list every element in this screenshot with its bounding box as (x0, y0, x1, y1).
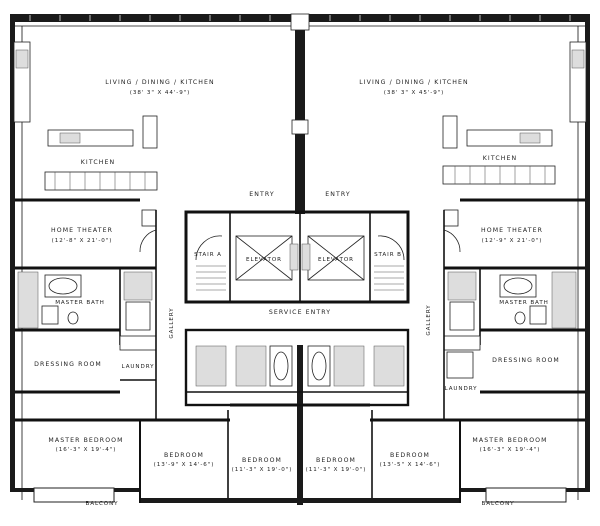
right-bed1-dim: (11'-3" X 19'-0") (306, 467, 367, 473)
right-living-dim: (38' 3" X 45'-9") (384, 90, 444, 96)
left-master-bed-dim: (16'-3" X 19'-4") (56, 447, 117, 453)
left-kitchen-label: KITCHEN (81, 159, 116, 166)
service-entry-label: SERVICE ENTRY (269, 309, 331, 316)
right-living-label: LIVING / DINING / KITCHEN (359, 79, 469, 86)
labels-right: LIVING / DINING / KITCHEN (38' 3" X 45'-… (306, 79, 560, 507)
left-gallery-label: GALLERY (169, 307, 175, 338)
kitchen-right (442, 115, 556, 185)
left-dressing-label: DRESSING ROOM (34, 361, 102, 368)
left-bed2-label: BEDROOM (242, 457, 282, 464)
left-theater-dim: (12'-8" X 21'-0") (52, 238, 113, 244)
left-elevator-label: ELEVATOR (246, 257, 282, 263)
demising-wall (290, 13, 310, 505)
right-bed2-dim: (13'-5" X 14'-6") (380, 462, 441, 468)
left-laundry-label: LAUNDRY (122, 364, 155, 370)
right-bed2-label: BEDROOM (390, 452, 430, 459)
left-entry-label: ENTRY (249, 191, 275, 198)
service-baths (184, 328, 410, 407)
right-gallery-label: GALLERY (426, 304, 432, 335)
left-theater-label: HOME THEATER (51, 227, 113, 234)
left-bed2-dim: (11'-3" X 19'-0") (232, 467, 293, 473)
right-kitchen-label: KITCHEN (483, 155, 518, 162)
building-core (184, 210, 410, 304)
right-theater-dim: (12'-9" X 21'-0") (482, 238, 543, 244)
right-master-bed-label: MASTER BEDROOM (472, 437, 547, 444)
right-elevator-label: ELEVATOR (318, 257, 354, 263)
right-master-bed-dim: (16'-3" X 19'-4") (480, 447, 541, 453)
right-entry-label: ENTRY (325, 191, 351, 198)
right-partitions (303, 198, 585, 503)
right-stair-label: STAIR B (374, 252, 402, 258)
right-theater-label: HOME THEATER (481, 227, 543, 234)
left-master-bath-label: MASTER BATH (55, 300, 105, 306)
labels-left: LIVING / DINING / KITCHEN (38' 3" X 44'-… (34, 79, 293, 507)
left-master-bed-label: MASTER BEDROOM (48, 437, 123, 444)
right-bed1-label: BEDROOM (316, 457, 356, 464)
right-laundry-label: LAUNDRY (445, 386, 478, 392)
left-living-label: LIVING / DINING / KITCHEN (105, 79, 215, 86)
right-master-bath-label: MASTER BATH (499, 300, 549, 306)
left-partitions (15, 198, 297, 503)
left-bed1-dim: (13'-9" X 14'-6") (154, 462, 215, 468)
left-stair-label: STAIR A (194, 252, 222, 258)
left-bed1-label: BEDROOM (164, 452, 204, 459)
right-dressing-label: DRESSING ROOM (492, 357, 560, 364)
right-balcony-label: BALCONY (482, 501, 515, 507)
left-living-dim: (38' 3" X 44'-9") (130, 90, 190, 96)
left-balcony-label: BALCONY (86, 501, 119, 507)
kitchen-left (44, 115, 158, 191)
